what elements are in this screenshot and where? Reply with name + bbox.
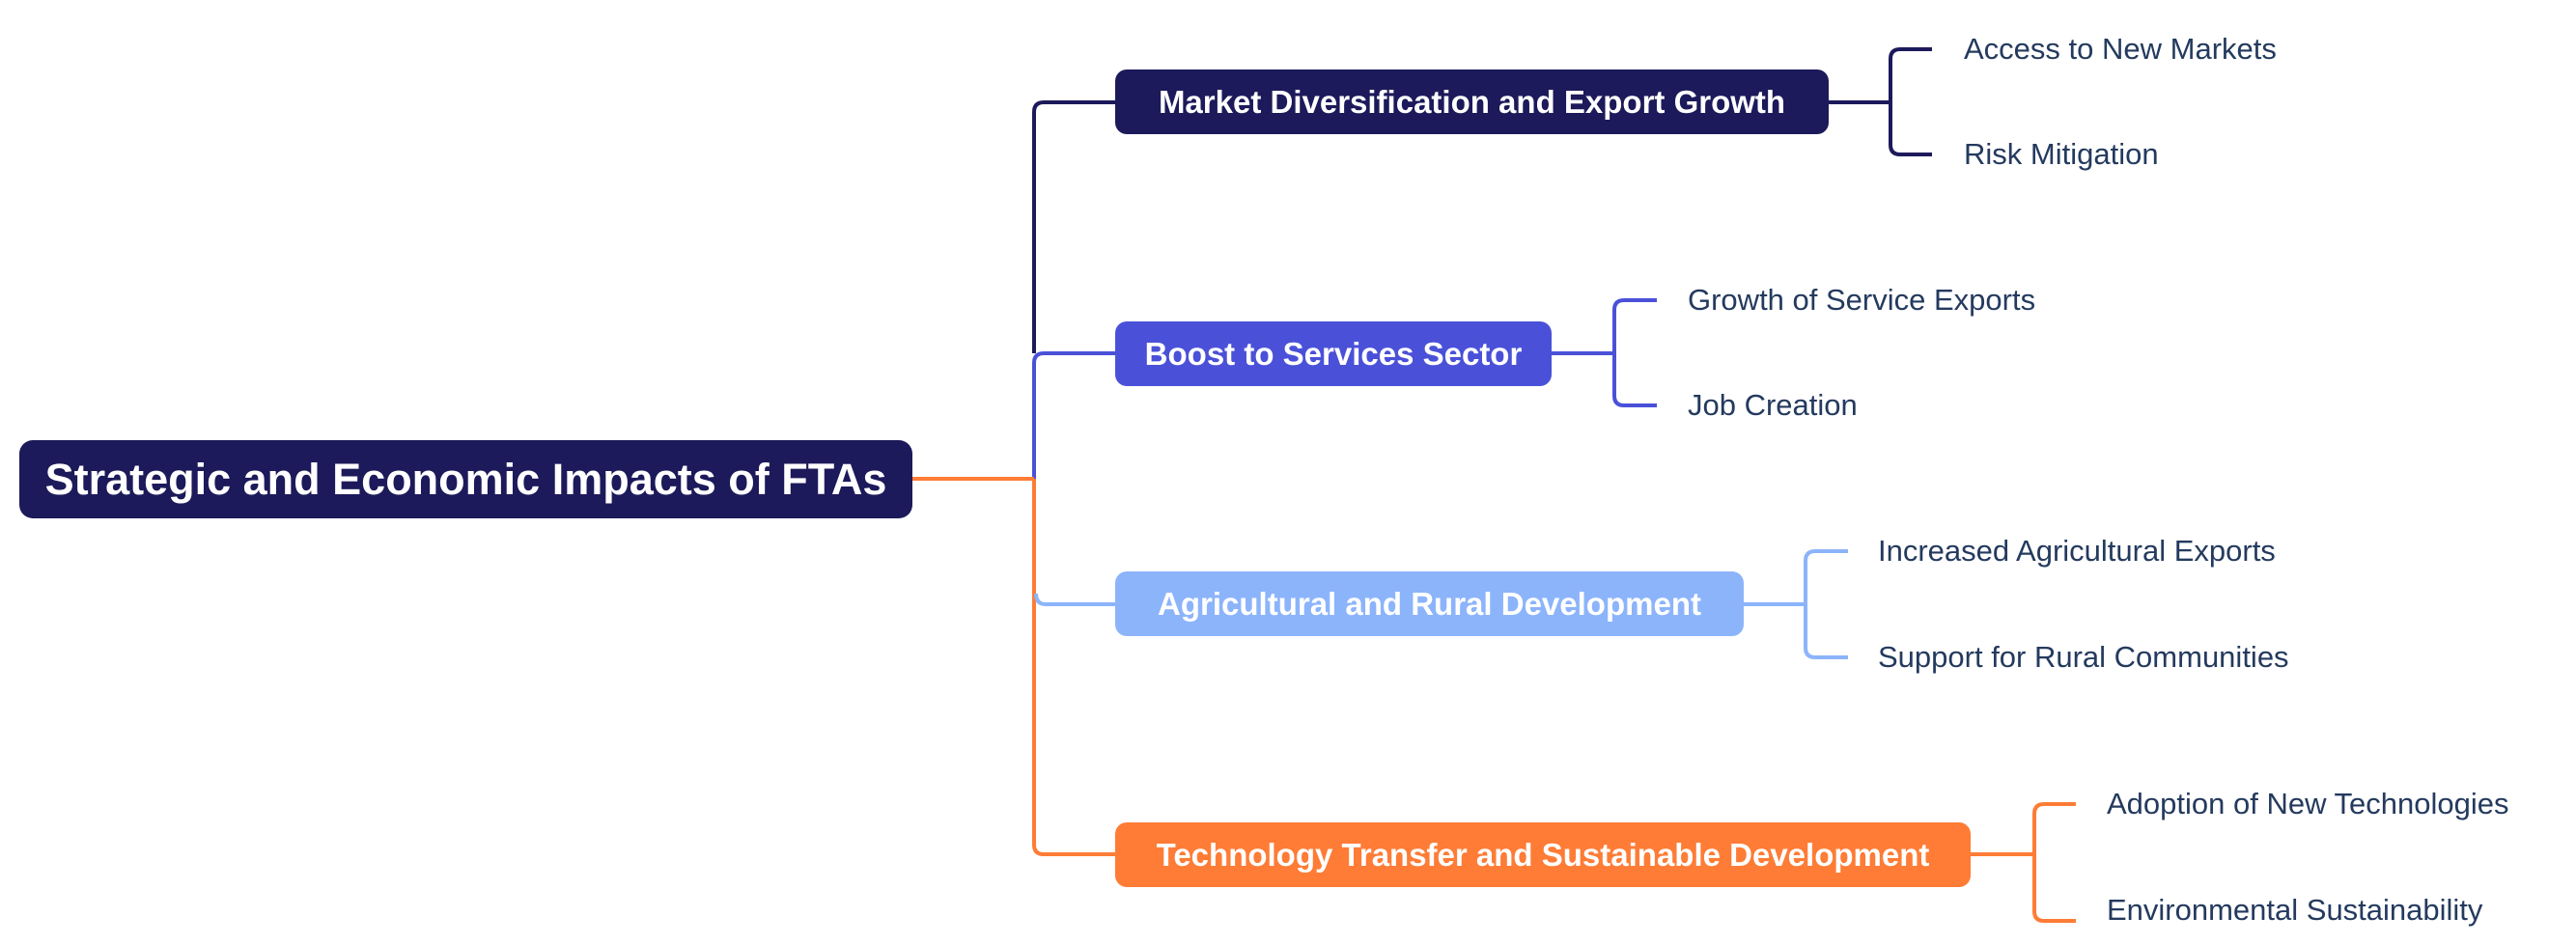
leaf-access-to-new-markets[interactable]: Access to New Markets bbox=[1964, 30, 2277, 69]
branch-node-services-sector[interactable]: Boost to Services Sector bbox=[1115, 321, 1552, 386]
bracket-branch-1 bbox=[1829, 47, 1932, 156]
bracket-branch-2 bbox=[1552, 298, 1657, 407]
bracket-branch-4 bbox=[1971, 802, 2076, 923]
leaf-label: Risk Mitigation bbox=[1964, 137, 2159, 171]
branch-node-technology-transfer[interactable]: Technology Transfer and Sustainable Deve… bbox=[1115, 822, 1971, 887]
leaf-label: Environmental Sustainability bbox=[2107, 893, 2483, 927]
leaf-risk-mitigation[interactable]: Risk Mitigation bbox=[1964, 135, 2159, 174]
leaf-support-rural-communities[interactable]: Support for Rural Communities bbox=[1878, 638, 2289, 677]
branch-label: Technology Transfer and Sustainable Deve… bbox=[1156, 836, 1930, 873]
leaf-job-creation[interactable]: Job Creation bbox=[1688, 386, 1858, 425]
connector-branch-1 bbox=[1032, 100, 1115, 353]
root-node-label: Strategic and Economic Impacts of FTAs bbox=[44, 454, 887, 504]
leaf-increased-agricultural-exports[interactable]: Increased Agricultural Exports bbox=[1878, 532, 2276, 570]
connector-branch-2 bbox=[1032, 351, 1115, 479]
branch-label: Agricultural and Rural Development bbox=[1158, 585, 1701, 622]
leaf-label: Access to New Markets bbox=[1964, 32, 2277, 66]
leaf-label: Support for Rural Communities bbox=[1878, 640, 2289, 674]
leaf-environmental-sustainability[interactable]: Environmental Sustainability bbox=[2107, 891, 2482, 930]
branch-label: Boost to Services Sector bbox=[1144, 335, 1523, 372]
branch-node-market-diversification[interactable]: Market Diversification and Export Growth bbox=[1115, 69, 1829, 134]
connector-branch-4 bbox=[1032, 479, 1115, 856]
connector-branch-3 bbox=[1034, 593, 1115, 606]
leaf-label: Adoption of New Technologies bbox=[2107, 787, 2509, 820]
branch-node-agricultural-rural[interactable]: Agricultural and Rural Development bbox=[1115, 571, 1744, 636]
leaf-adoption-new-technologies[interactable]: Adoption of New Technologies bbox=[2107, 785, 2509, 823]
leaf-label: Growth of Service Exports bbox=[1688, 283, 2036, 317]
root-node[interactable]: Strategic and Economic Impacts of FTAs bbox=[19, 440, 912, 518]
leaf-label: Job Creation bbox=[1688, 388, 1858, 422]
bracket-branch-3 bbox=[1744, 549, 1848, 659]
leaf-label: Increased Agricultural Exports bbox=[1878, 534, 2276, 568]
branch-label: Market Diversification and Export Growth bbox=[1158, 83, 1786, 120]
leaf-growth-of-service-exports[interactable]: Growth of Service Exports bbox=[1688, 281, 2035, 320]
